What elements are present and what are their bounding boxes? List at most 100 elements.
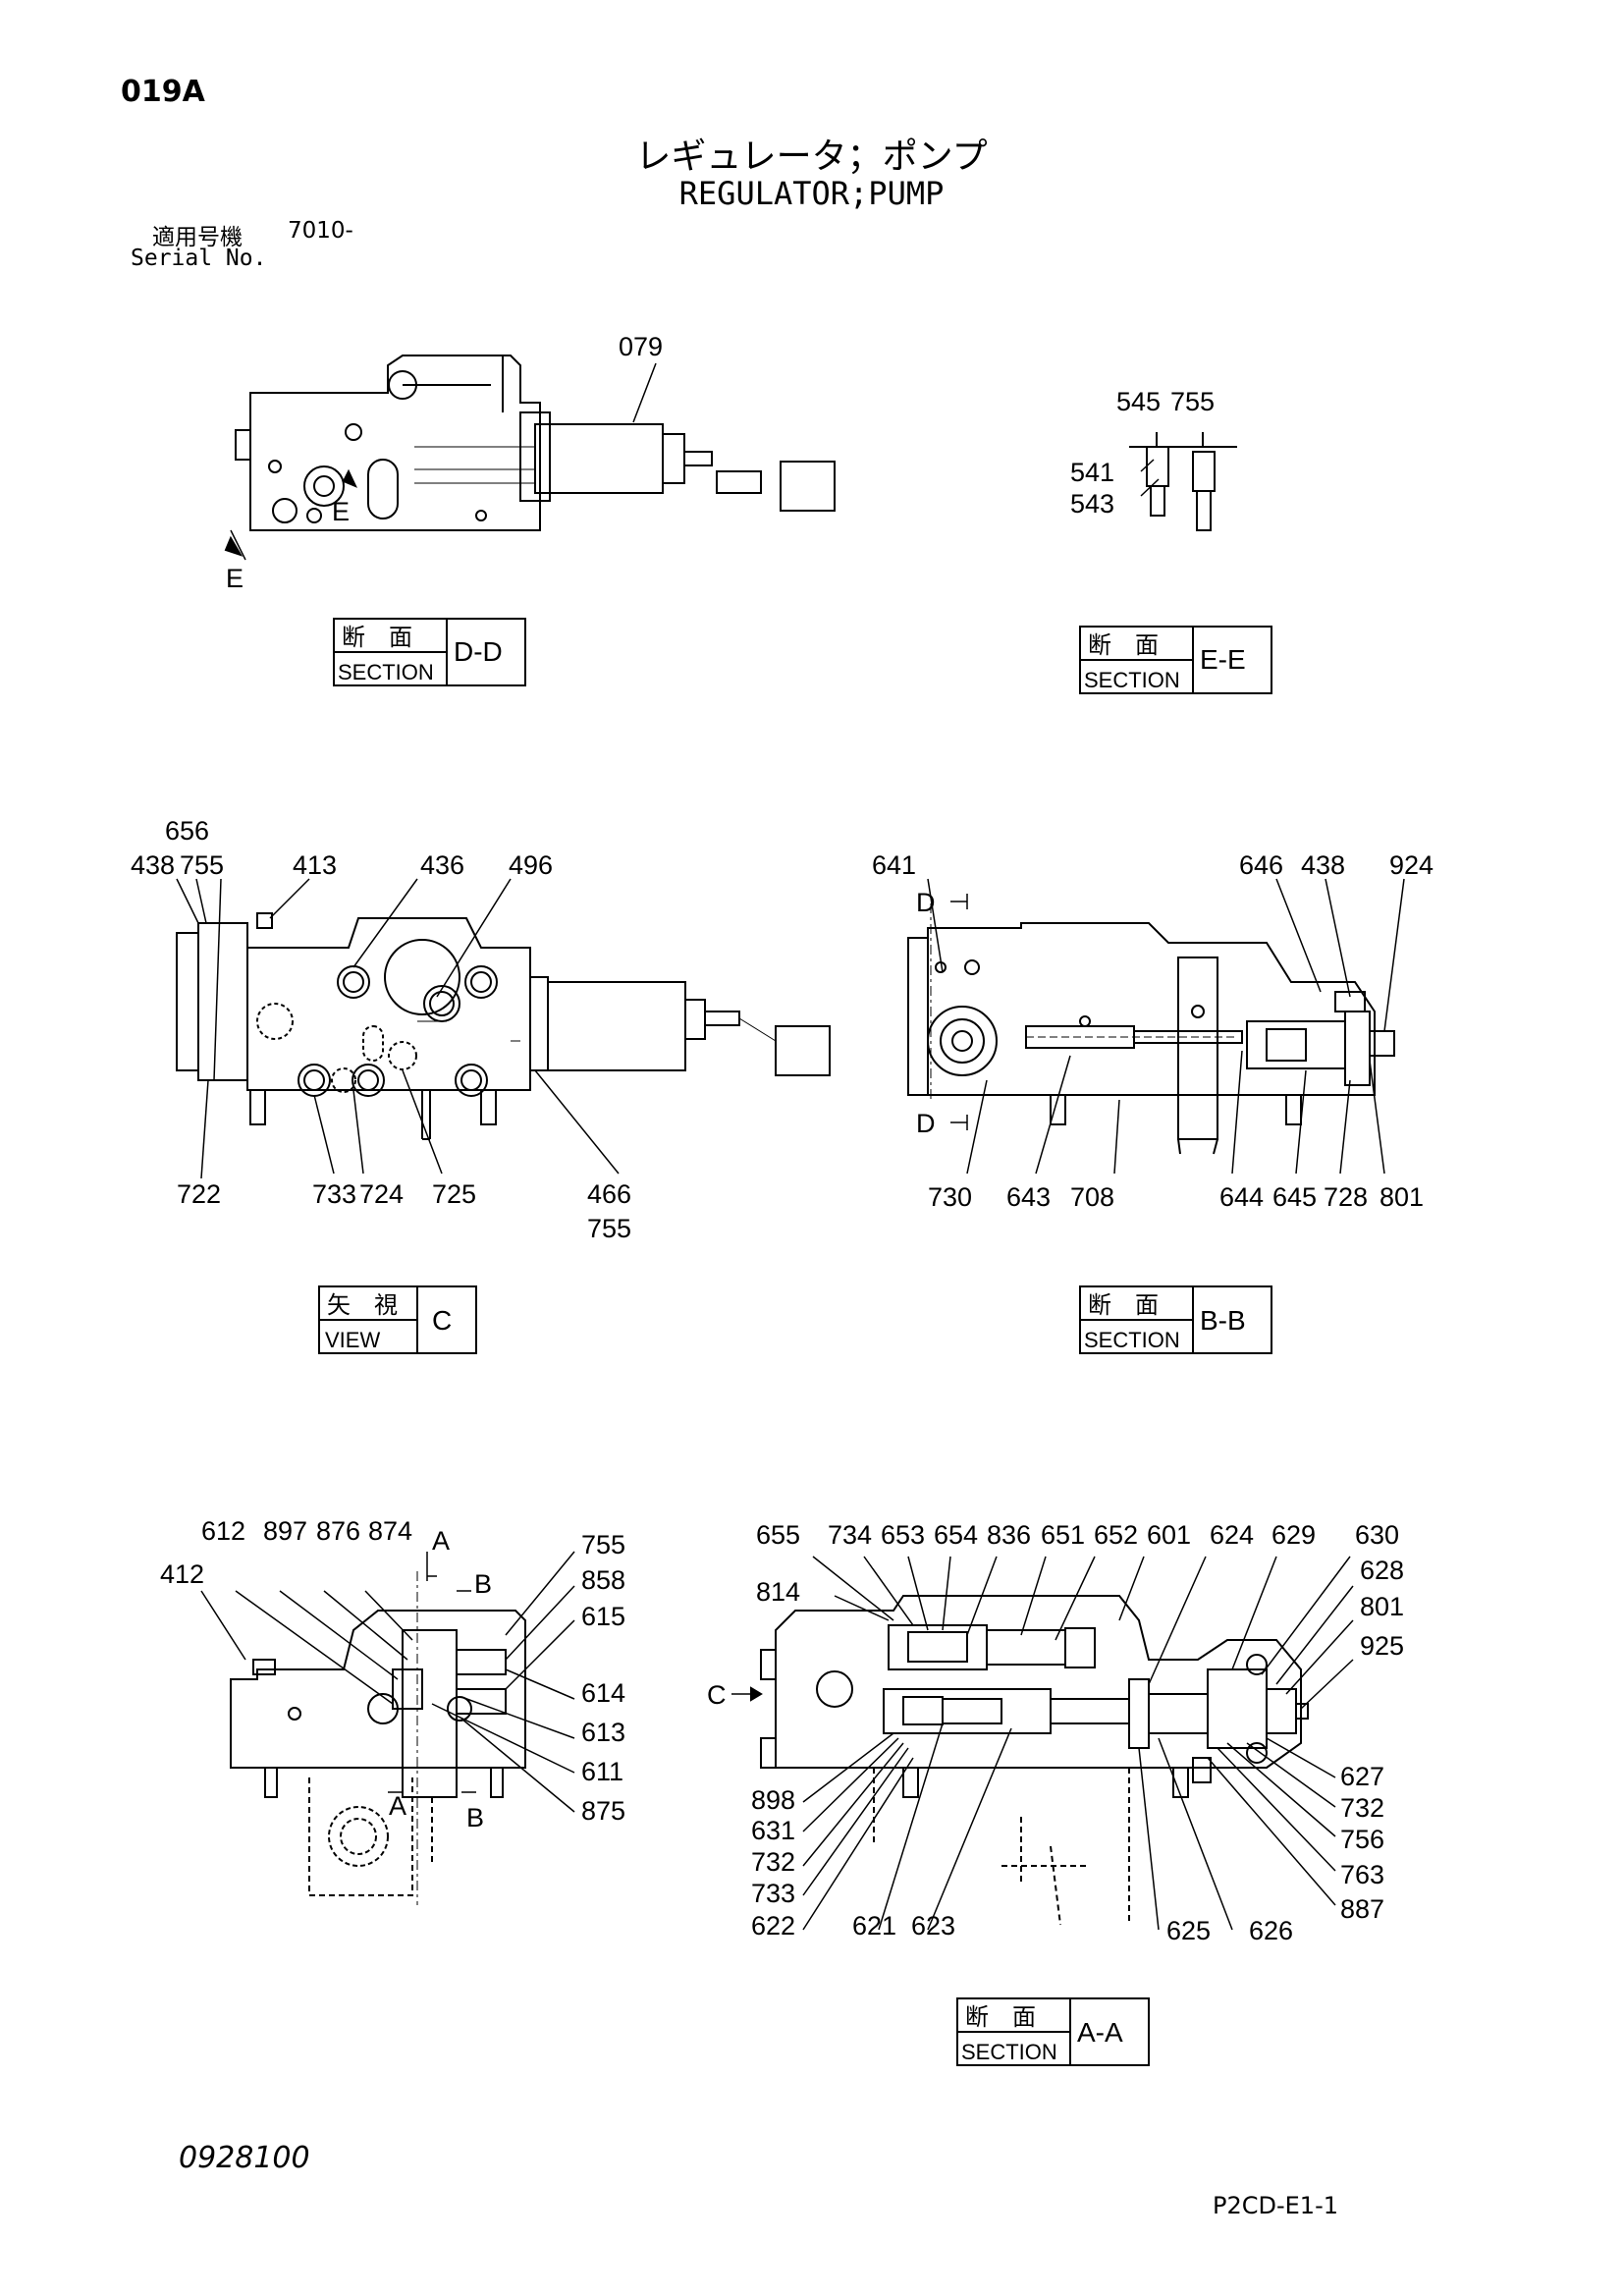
bb-box-jp: 断 面 xyxy=(1088,1292,1159,1319)
section-mark: A xyxy=(432,1526,450,1556)
view-dd-drawing xyxy=(224,355,836,561)
callout: 725 xyxy=(432,1179,476,1209)
callout: 413 xyxy=(293,850,337,880)
callout: 897 xyxy=(263,1516,307,1546)
callout: 466 xyxy=(587,1179,631,1209)
callout: 755 xyxy=(180,850,224,880)
callout: 836 xyxy=(987,1520,1031,1550)
callout: 732 xyxy=(1340,1793,1384,1823)
serial-value: 7010- xyxy=(288,218,353,244)
callout: 654 xyxy=(934,1520,978,1550)
callout: 624 xyxy=(1210,1520,1254,1550)
callout: 625 xyxy=(1166,1916,1211,1945)
callout: 543 xyxy=(1070,489,1114,519)
callout: 630 xyxy=(1355,1520,1399,1550)
callout: 614 xyxy=(581,1678,625,1708)
dd-box-jp: 断 面 xyxy=(342,625,412,651)
callout: 611 xyxy=(581,1757,623,1786)
view-bb-drawing xyxy=(907,878,1405,1175)
document-number: 0928100 xyxy=(179,2141,310,2175)
callout: 626 xyxy=(1249,1916,1293,1945)
callout: 438 xyxy=(131,850,175,880)
c-box-jp: 矢 視 xyxy=(327,1292,398,1319)
callout: 656 xyxy=(165,816,209,846)
c-box-en: VIEW xyxy=(325,1328,380,1352)
callout: 655 xyxy=(756,1520,800,1550)
callout: 875 xyxy=(581,1796,625,1826)
callout: 628 xyxy=(1360,1556,1404,1585)
callout: 755 xyxy=(587,1214,631,1243)
serial-label-english: Serial No. xyxy=(131,246,267,271)
serial-label-japanese: 適用号機 xyxy=(152,225,243,250)
callout: 724 xyxy=(359,1179,404,1209)
section-mark: C xyxy=(707,1680,727,1710)
ee-box-en: SECTION xyxy=(1084,668,1180,692)
ee-box-id: E-E xyxy=(1200,644,1246,675)
section-mark: B xyxy=(466,1803,484,1832)
callout: 653 xyxy=(881,1520,925,1550)
callout: 631 xyxy=(751,1816,795,1845)
callout: 755 xyxy=(581,1530,625,1559)
c-box-id: C xyxy=(432,1305,452,1336)
callout: 887 xyxy=(1340,1894,1384,1924)
callout: 438 xyxy=(1301,850,1345,880)
callout: 728 xyxy=(1324,1182,1368,1212)
callout: 615 xyxy=(581,1602,625,1631)
view-aa-drawing xyxy=(731,1556,1354,1931)
callout: 644 xyxy=(1219,1182,1264,1212)
callout: 545 xyxy=(1116,387,1161,416)
callout: 079 xyxy=(619,332,663,361)
callout: 652 xyxy=(1094,1520,1138,1550)
bb-box-en: SECTION xyxy=(1084,1328,1180,1352)
callout: 925 xyxy=(1360,1631,1404,1661)
callout: 436 xyxy=(420,850,464,880)
callout: 734 xyxy=(828,1520,872,1550)
callout: 641 xyxy=(872,850,916,880)
callout: 643 xyxy=(1006,1182,1051,1212)
callout: 858 xyxy=(581,1565,625,1595)
callout: 733 xyxy=(751,1879,795,1908)
callout: 612 xyxy=(201,1516,245,1546)
dd-box-en: SECTION xyxy=(338,660,434,684)
section-mark: B xyxy=(474,1569,492,1599)
callout: 756 xyxy=(1340,1825,1384,1854)
callout: 627 xyxy=(1340,1762,1384,1791)
view-c-drawing xyxy=(176,878,831,1179)
aa-box-jp: 断 面 xyxy=(965,2004,1036,2031)
callout: 623 xyxy=(911,1911,955,1941)
callout: 733 xyxy=(312,1179,356,1209)
title-english: REGULATOR;PUMP xyxy=(678,175,945,212)
callout: 801 xyxy=(1360,1592,1404,1621)
dd-box-id: D-D xyxy=(454,636,503,667)
callout: 814 xyxy=(756,1577,800,1607)
callout: 629 xyxy=(1271,1520,1316,1550)
callout: 801 xyxy=(1380,1182,1424,1212)
figure-code: P2CD-E1-1 xyxy=(1213,2192,1339,2219)
section-mark: E xyxy=(226,564,243,593)
callout: 722 xyxy=(177,1179,221,1209)
callout: 646 xyxy=(1239,850,1283,880)
callout: 622 xyxy=(751,1911,795,1941)
section-mark: A xyxy=(389,1791,406,1821)
callout: 708 xyxy=(1070,1182,1114,1212)
title-japanese: レギュレータ；ポンプ xyxy=(635,137,988,177)
callout: 412 xyxy=(160,1559,204,1589)
callout: 874 xyxy=(368,1516,412,1546)
page-code: 019A xyxy=(121,75,205,109)
callout: 898 xyxy=(751,1785,795,1815)
section-mark: E xyxy=(332,497,350,526)
callout: 755 xyxy=(1170,387,1215,416)
callout: 763 xyxy=(1340,1860,1384,1889)
aa-box-en: SECTION xyxy=(961,2040,1057,2064)
bb-box-id: B-B xyxy=(1200,1305,1246,1336)
callout: 613 xyxy=(581,1718,625,1747)
callout: 645 xyxy=(1272,1182,1317,1212)
callout: 730 xyxy=(928,1182,972,1212)
callout: 732 xyxy=(751,1847,795,1877)
callout: 541 xyxy=(1070,458,1114,487)
section-label-boxes xyxy=(318,618,1272,2066)
callout: 601 xyxy=(1147,1520,1191,1550)
section-mark: D xyxy=(916,888,936,917)
ee-box-jp: 断 面 xyxy=(1088,632,1159,659)
